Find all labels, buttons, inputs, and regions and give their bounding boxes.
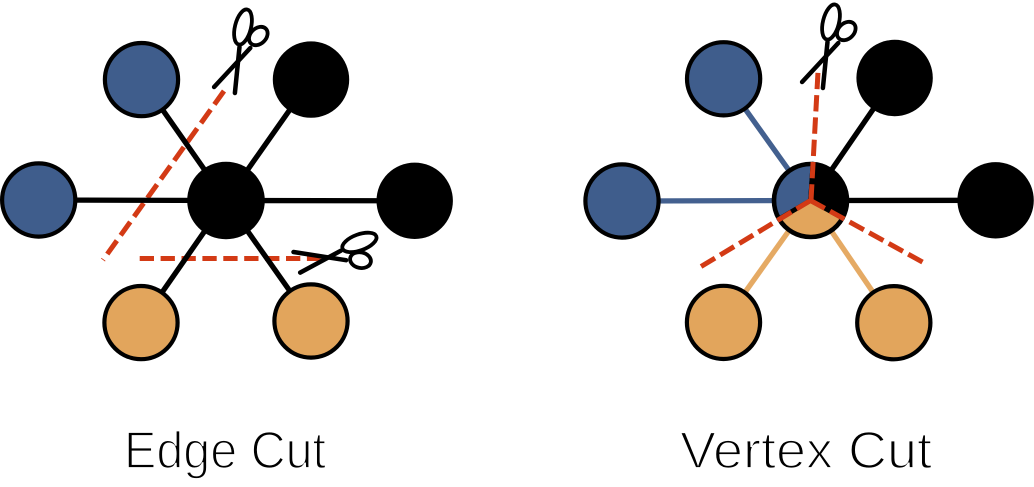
svg-text:Edge Cut: Edge Cut [124, 422, 327, 480]
svg-text:Vertex Cut: Vertex Cut [680, 422, 933, 480]
